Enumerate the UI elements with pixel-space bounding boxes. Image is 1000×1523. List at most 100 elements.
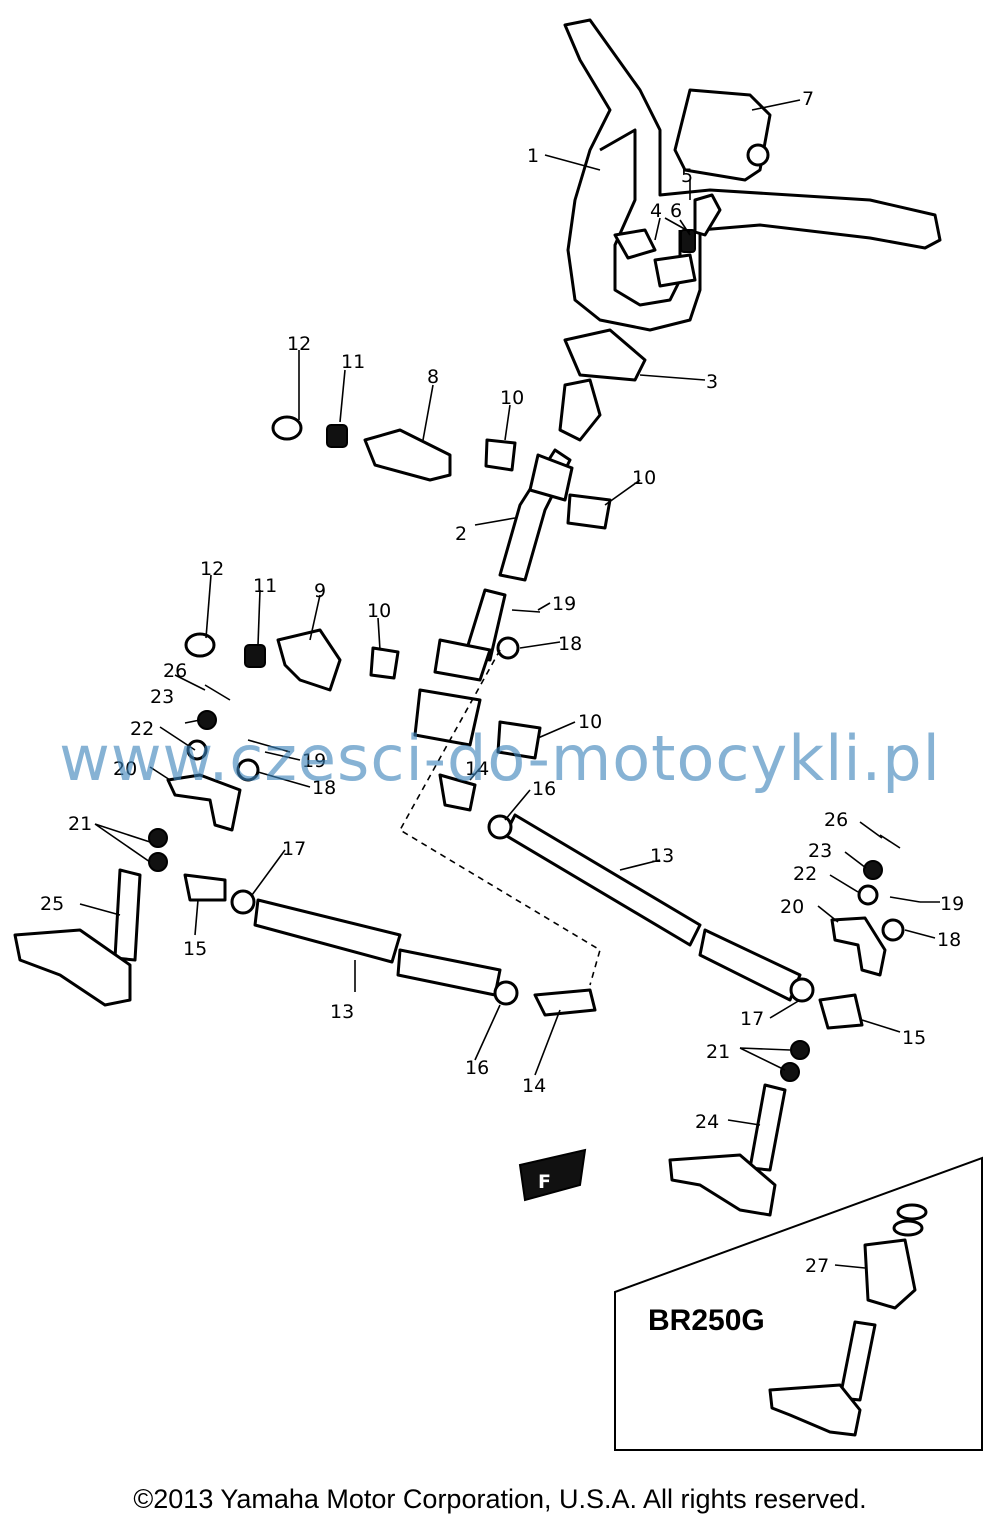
callout-11a: 11 — [341, 351, 365, 373]
nut-23a — [197, 710, 217, 730]
washer-22a — [186, 739, 208, 761]
callout-18b: 18 — [312, 777, 336, 799]
callout-15b: 15 — [902, 1027, 926, 1049]
callout-22a: 22 — [130, 718, 154, 740]
handlebar-holder-set — [613, 193, 722, 288]
callout-26b: 26 — [824, 809, 848, 831]
variant-inset: BR250G — [614, 1156, 983, 1451]
nut-21c — [790, 1040, 810, 1060]
column-bracket — [558, 328, 647, 442]
nut-18b — [236, 758, 260, 782]
copyright-notice: ©2013 Yamaha Motor Corporation, U.S.A. A… — [133, 1484, 867, 1514]
knuckle-left-25 — [13, 868, 142, 1007]
callout-8: 8 — [427, 366, 439, 388]
callout-5: 5 — [681, 165, 693, 187]
locknut-16b — [493, 980, 519, 1006]
locknut-17a — [230, 889, 256, 915]
pin-19c — [889, 896, 921, 903]
callout-14b: 14 — [522, 1075, 546, 1097]
callout-25: 25 — [40, 893, 64, 915]
callout-10a: 10 — [500, 387, 524, 409]
nut-18c — [881, 918, 905, 942]
tie-rod-left — [253, 898, 502, 997]
bolt-12b — [184, 632, 216, 658]
callout-18c: 18 — [937, 929, 961, 951]
callout-19c: 19 — [940, 893, 964, 915]
callout-16b: 16 — [465, 1057, 489, 1079]
column-clamp-lower — [276, 628, 342, 692]
bush-10d — [496, 720, 542, 760]
callout-21b: 21 — [706, 1041, 730, 1063]
nut-11b — [244, 644, 266, 668]
callout-7: 7 — [802, 88, 814, 110]
callout-22b: 22 — [793, 863, 817, 885]
steering-column-lower — [413, 588, 507, 747]
nut-21d — [780, 1062, 800, 1082]
locknut-17b — [789, 977, 815, 1003]
callout-16a: 16 — [532, 778, 556, 800]
assembly-guide-line — [398, 649, 601, 986]
front-marker-text: F — [538, 1171, 551, 1193]
callout-18a: 18 — [558, 633, 582, 655]
steering-column-upper — [498, 448, 574, 582]
callout-20a: 20 — [113, 758, 137, 780]
arm-20b — [830, 916, 887, 977]
rod-end-14a — [438, 773, 477, 812]
pin-26a — [204, 684, 231, 701]
callout-17a: 17 — [282, 838, 306, 860]
pin-19b — [247, 739, 291, 753]
nut-11a — [326, 424, 348, 448]
bush-10c — [369, 646, 400, 680]
variant-label: BR250G — [648, 1304, 765, 1337]
callout-4: 4 — [650, 200, 662, 222]
callout-24: 24 — [695, 1111, 719, 1133]
callout-3: 3 — [706, 371, 718, 393]
callout-leaders — [79, 99, 940, 1269]
callout-26a: 26 — [163, 660, 187, 682]
washer-22b — [857, 884, 879, 906]
callout-10d: 10 — [578, 711, 602, 733]
arm-20a — [166, 773, 242, 832]
callout-19a: 19 — [552, 593, 576, 615]
callout-13a: 13 — [650, 845, 674, 867]
tie-rod-right — [503, 813, 802, 1002]
callout-9: 9 — [314, 580, 326, 602]
nut-23b — [863, 860, 883, 880]
rod-end-15b — [818, 993, 864, 1030]
callout-21a: 21 — [68, 813, 92, 835]
callout-2: 2 — [455, 523, 467, 545]
knuckle-right-24 — [668, 1083, 787, 1217]
callout-labels: 1 2 3 4 5 6 7 8 9 10 10 10 10 11 11 12 1… — [40, 88, 964, 1277]
callout-10c: 10 — [367, 600, 391, 622]
handlebar-switch — [673, 88, 772, 182]
rod-end-14b — [533, 988, 597, 1017]
pin-26b — [879, 834, 901, 849]
callout-15a: 15 — [183, 938, 207, 960]
callout-12a: 12 — [287, 333, 311, 355]
locknut-16a — [487, 814, 513, 840]
callout-27: 27 — [805, 1255, 829, 1277]
front-direction-marker: F — [518, 1148, 587, 1202]
column-clamp-upper — [363, 428, 452, 482]
pin-19a — [511, 609, 541, 613]
callout-23a: 23 — [150, 686, 174, 708]
callout-6: 6 — [670, 200, 682, 222]
callout-1: 1 — [527, 145, 539, 167]
callout-23b: 23 — [808, 840, 832, 862]
callout-10b: 10 — [632, 467, 656, 489]
bush-10b — [566, 493, 612, 530]
callout-20b: 20 — [780, 896, 804, 918]
bolt-12a — [271, 415, 303, 441]
nut-18a — [496, 636, 520, 660]
callout-14a: 14 — [465, 758, 489, 780]
callout-12b: 12 — [200, 558, 224, 580]
callout-11b: 11 — [253, 575, 277, 597]
rod-end-15a — [183, 873, 227, 902]
bush-10a — [484, 438, 517, 472]
callout-17b: 17 — [740, 1008, 764, 1030]
nut-21a — [148, 828, 168, 848]
callout-13b: 13 — [330, 1001, 354, 1023]
callout-19b: 19 — [302, 750, 326, 772]
nut-21b — [148, 852, 168, 872]
